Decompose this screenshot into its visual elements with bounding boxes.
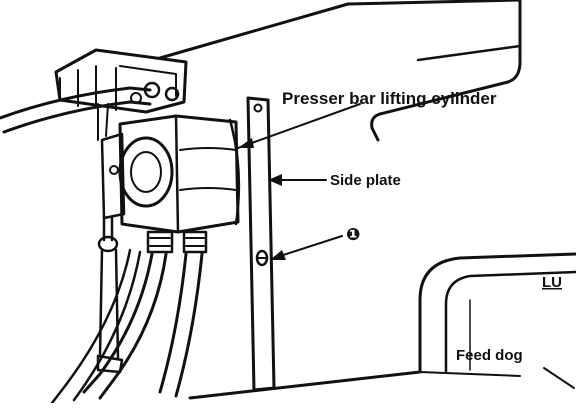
air-hoses: [0, 86, 204, 405]
feed-dog-label: Feed dog: [456, 347, 523, 364]
machine-body: [158, 0, 576, 400]
side-plate: [246, 96, 276, 392]
callout-number-1: ❶: [346, 225, 360, 244]
cylinder-label: Presser bar lifting cylinder: [282, 89, 497, 108]
screw-1: [255, 249, 269, 267]
side-plate-label: Side plate: [330, 172, 401, 189]
bracket-screw-icon: [130, 81, 180, 104]
hose-fitting-icon: [146, 230, 208, 254]
lu-label: LU: [542, 274, 562, 291]
callout-arrows: [237, 103, 575, 389]
